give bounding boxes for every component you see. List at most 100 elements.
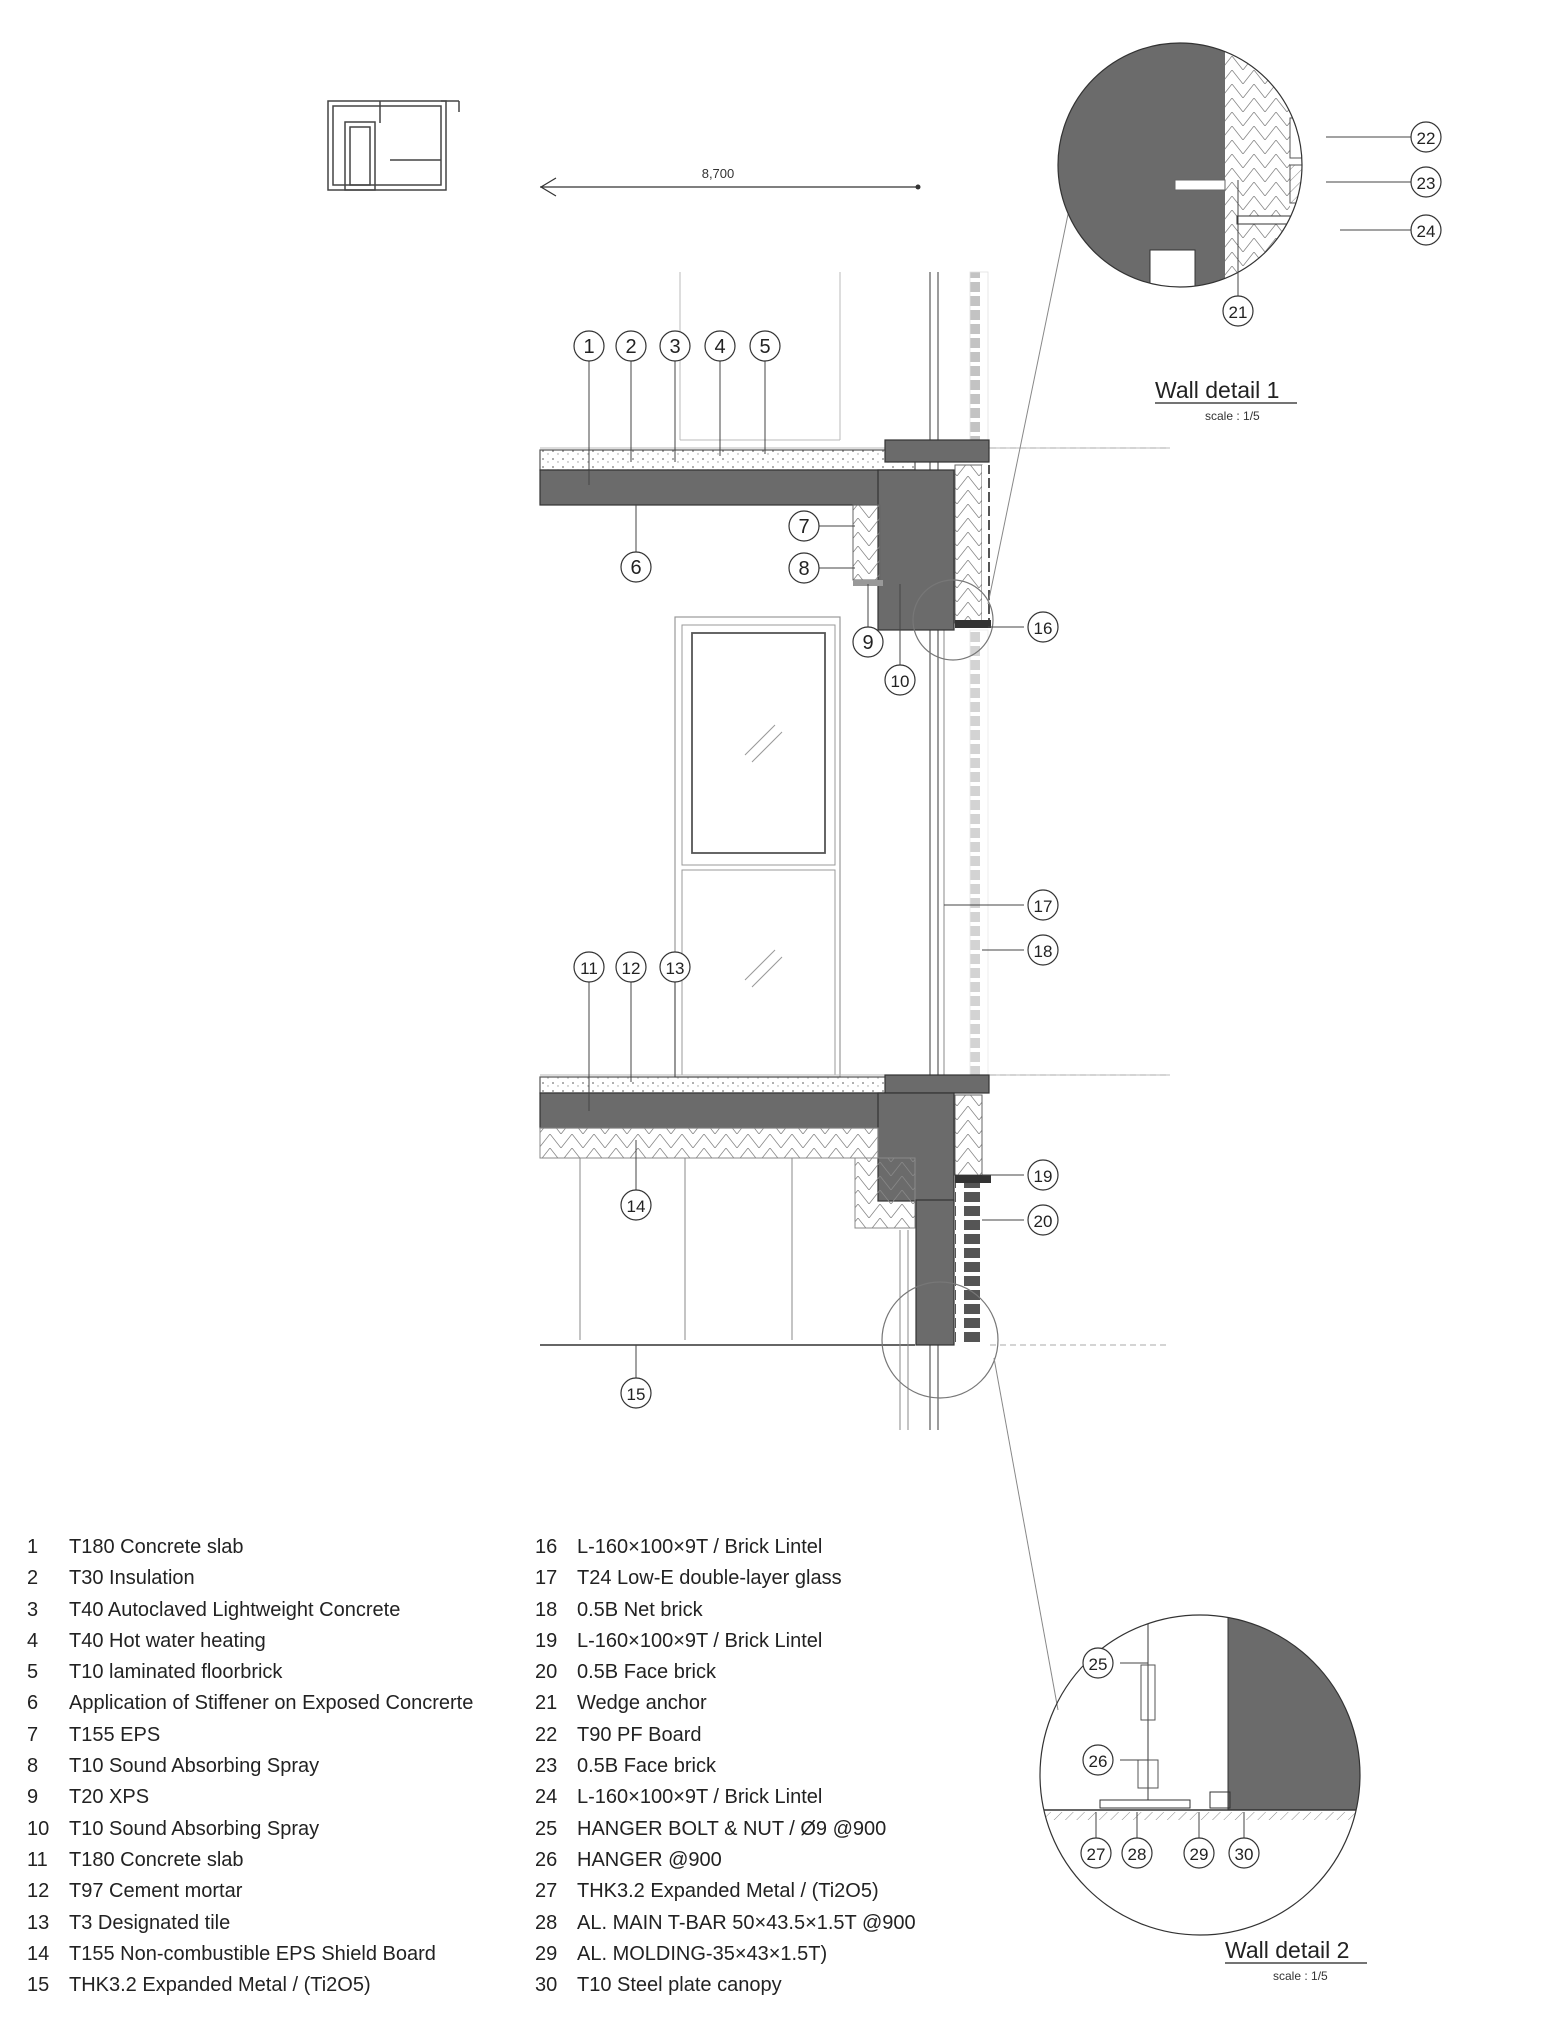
legend-number: 14 xyxy=(27,1942,50,1965)
legend-item: 21 Wedge anchor xyxy=(535,1688,916,1719)
main-section xyxy=(539,189,1170,1711)
callout-14: 14 xyxy=(620,1189,652,1221)
legend-item: 4 T40 Hot water heating xyxy=(27,1626,473,1657)
legend-item: 27 THK3.2 Expanded Metal / (Ti2O5) xyxy=(535,1876,916,1907)
legend-text: THK3.2 Expanded Metal / (Ti2O5) xyxy=(577,1880,879,1903)
callout-16: 16 xyxy=(1027,611,1059,643)
wall-detail-2: Wall detail 2 scale : 1/5 xyxy=(1039,1614,1367,1983)
legend-number: 9 xyxy=(27,1786,39,1809)
callout-10: 10 xyxy=(884,664,916,696)
callout-20: 20 xyxy=(1027,1204,1059,1236)
svg-text:20: 20 xyxy=(1034,1212,1053,1231)
legend-number: 17 xyxy=(535,1567,558,1590)
callout-19: 19 xyxy=(1027,1159,1059,1191)
callout-25: 25 xyxy=(1082,1647,1114,1679)
legend-text: Wedge anchor xyxy=(577,1692,707,1715)
legend-number: 7 xyxy=(27,1723,39,1746)
svg-text:15: 15 xyxy=(627,1385,646,1404)
legend-number: 3 xyxy=(27,1598,39,1621)
legend-text: 0.5B Face brick xyxy=(577,1755,716,1778)
callout-21: 21 xyxy=(1222,295,1254,327)
detail-1-scale: scale : 1/5 xyxy=(1205,409,1260,423)
detail-1-title: Wall detail 1 xyxy=(1155,377,1279,403)
legend-number: 5 xyxy=(27,1661,39,1684)
svg-text:27: 27 xyxy=(1087,1845,1106,1864)
svg-text:11: 11 xyxy=(580,959,598,978)
callout-15: 15 xyxy=(620,1377,652,1409)
svg-text:14: 14 xyxy=(627,1197,646,1216)
svg-text:2: 2 xyxy=(625,336,636,358)
callout-29: 29 xyxy=(1183,1837,1215,1869)
callout-27: 27 xyxy=(1080,1837,1112,1869)
legend-item: 24 L-160×100×9T / Brick Lintel xyxy=(535,1782,916,1813)
callout-24: 24 xyxy=(1410,214,1442,246)
legend-text: T155 EPS xyxy=(69,1723,161,1746)
legend-text: T10 Sound Absorbing Spray xyxy=(69,1817,320,1840)
svg-text:17: 17 xyxy=(1034,897,1053,916)
callout-leaders xyxy=(588,136,1411,1838)
callout-4: 4 xyxy=(704,330,736,362)
callout-8: 8 xyxy=(788,552,820,584)
svg-text:21: 21 xyxy=(1229,303,1248,322)
callout-22: 22 xyxy=(1410,121,1442,153)
callout-3: 3 xyxy=(659,330,691,362)
callout-13: 13 xyxy=(659,951,691,983)
callout-2: 2 xyxy=(615,330,647,362)
svg-text:5: 5 xyxy=(759,336,770,358)
legend-text: AL. MAIN T-BAR 50×43.5×1.5T @900 xyxy=(577,1911,916,1934)
legend-number: 4 xyxy=(27,1629,39,1652)
legend-number: 27 xyxy=(535,1880,558,1903)
legend-number: 23 xyxy=(535,1755,558,1778)
svg-text:6: 6 xyxy=(630,557,641,579)
legend-text: THK3.2 Expanded Metal / (Ti2O5) xyxy=(69,1974,371,1997)
legend-text: T90 PF Board xyxy=(577,1723,702,1746)
svg-text:25: 25 xyxy=(1089,1655,1108,1674)
legend-item: 28 AL. MAIN T-BAR 50×43.5×1.5T @900 xyxy=(535,1908,916,1939)
callout-28: 28 xyxy=(1121,1837,1153,1869)
detail-2-scale: scale : 1/5 xyxy=(1273,1969,1328,1983)
legend-text: L-160×100×9T / Brick Lintel xyxy=(577,1786,823,1809)
legend-number: 6 xyxy=(27,1692,39,1715)
callout-7: 7 xyxy=(788,510,820,542)
legend-number: 1 xyxy=(27,1536,39,1558)
svg-text:22: 22 xyxy=(1417,129,1436,148)
svg-text:10: 10 xyxy=(891,672,910,691)
callout-5: 5 xyxy=(749,330,781,362)
legend-number: 24 xyxy=(535,1786,558,1809)
callout-17: 17 xyxy=(1027,889,1059,921)
callout-18: 18 xyxy=(1027,934,1059,966)
legend-text: T155 Non-combustible EPS Shield Board xyxy=(69,1942,436,1965)
legend-number: 21 xyxy=(535,1692,558,1715)
svg-text:9: 9 xyxy=(862,632,873,654)
svg-text:7: 7 xyxy=(798,516,809,538)
legend-text: 0.5B Net brick xyxy=(577,1598,703,1621)
svg-text:19: 19 xyxy=(1034,1167,1053,1186)
legend-number: 28 xyxy=(535,1911,558,1934)
svg-text:26: 26 xyxy=(1089,1752,1108,1771)
svg-text:24: 24 xyxy=(1417,222,1436,241)
legend-number: 25 xyxy=(535,1817,558,1840)
svg-text:4: 4 xyxy=(714,336,725,358)
legend-text: T40 Hot water heating xyxy=(69,1629,266,1652)
callout-26: 26 xyxy=(1082,1744,1114,1776)
legend-text: L-160×100×9T / Brick Lintel xyxy=(577,1536,823,1558)
callout-9: 9 xyxy=(852,626,884,658)
legend-text: T3 Designated tile xyxy=(69,1911,231,1934)
legend-text: T97 Cement mortar xyxy=(69,1880,243,1903)
callout-bubbles: 1 2 3 4 5 6 7 8 9 10 11 12 13 14 15 16 1… xyxy=(573,121,1442,1869)
legend-number: 13 xyxy=(27,1911,50,1934)
dimension-8700: 8,700 xyxy=(539,166,921,197)
svg-text:30: 30 xyxy=(1235,1845,1254,1864)
